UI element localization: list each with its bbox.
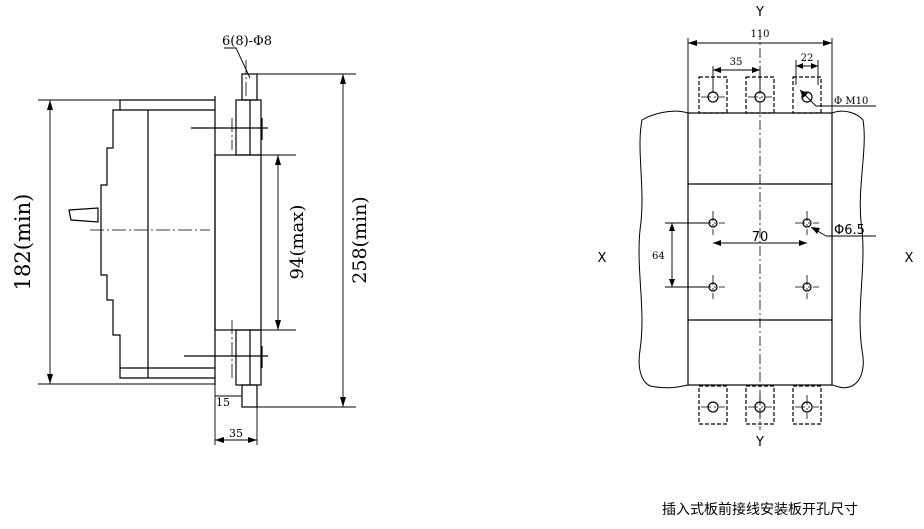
dim-hole-h-label: 70 [752,230,769,245]
dim-width-label: 110 [750,29,769,40]
dim-center-label: 94(max) [287,205,308,280]
drawing-caption: 插入式板前接线安装板开孔尺寸 [662,501,858,518]
dim-thread-label: Φ M10 [834,96,868,107]
dim-hole-v-label: 64 [652,251,665,262]
dim-total-label: 258(min) [349,196,371,283]
side-view-arrows [47,74,346,443]
side-view-dimension-lines [38,47,356,445]
side-view-centerlines [90,60,247,380]
axis-x-right: X [905,251,914,266]
panel-dimension-lines [665,38,876,288]
dim-depth-label: 35 [229,427,243,440]
dim-pitch-label: 35 [730,57,743,68]
panel-wavy-border [638,110,865,389]
dim-height-label: 182(min) [11,194,35,291]
dim-terminal-label: 15 [216,396,230,409]
panel-arrows [669,40,832,287]
dim-offset-label: 22 [801,53,814,64]
dim-bolt-label: 6(8)-Φ8 [222,34,272,49]
axis-x-left: X [598,251,607,266]
axis-y-top: Y [755,5,764,20]
side-view-outline [68,73,268,408]
dim-hole-label: Φ6.5 [834,223,865,238]
axis-y-bottom: Y [755,435,764,450]
